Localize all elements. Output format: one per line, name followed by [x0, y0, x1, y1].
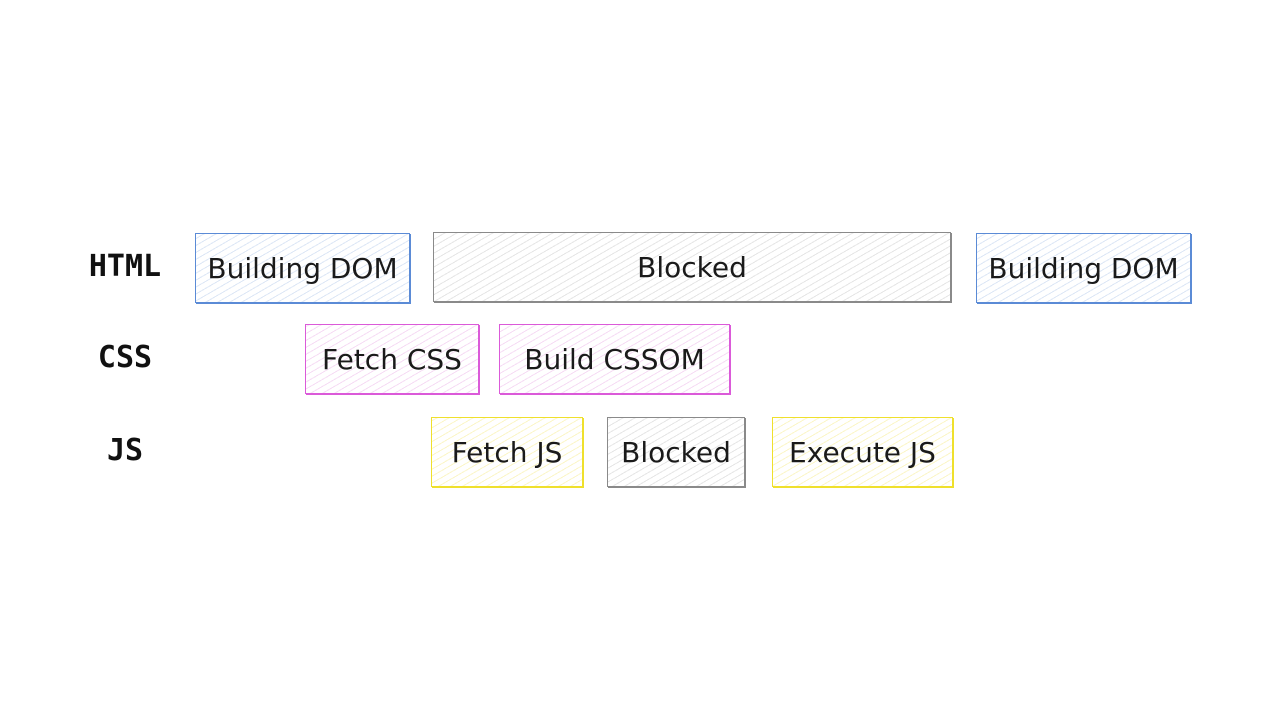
- js-execute-label: Execute JS: [789, 435, 936, 469]
- html-building-dom-label-2: Building DOM: [988, 251, 1179, 285]
- js-execute-bar: Execute JS: [772, 417, 953, 487]
- html-building-dom-bar-2: Building DOM: [976, 233, 1191, 303]
- html-blocked-label: Blocked: [637, 250, 747, 284]
- css-fetch-bar: Fetch CSS: [305, 324, 479, 394]
- row-label-js: JS: [106, 433, 144, 468]
- css-build-cssom-bar: Build CSSOM: [499, 324, 730, 394]
- js-fetch-bar: Fetch JS: [431, 417, 583, 487]
- html-blocked-bar: Blocked: [433, 232, 951, 302]
- js-blocked-bar: Blocked: [607, 417, 745, 487]
- js-fetch-label: Fetch JS: [451, 435, 563, 469]
- html-building-dom-bar: Building DOM: [195, 233, 410, 303]
- row-label-html: HTML: [88, 249, 162, 284]
- css-build-cssom-label: Build CSSOM: [524, 342, 705, 376]
- row-label-css: CSS: [97, 340, 153, 375]
- html-building-dom-label: Building DOM: [207, 251, 398, 285]
- js-blocked-label: Blocked: [621, 435, 731, 469]
- css-fetch-label: Fetch CSS: [322, 342, 462, 376]
